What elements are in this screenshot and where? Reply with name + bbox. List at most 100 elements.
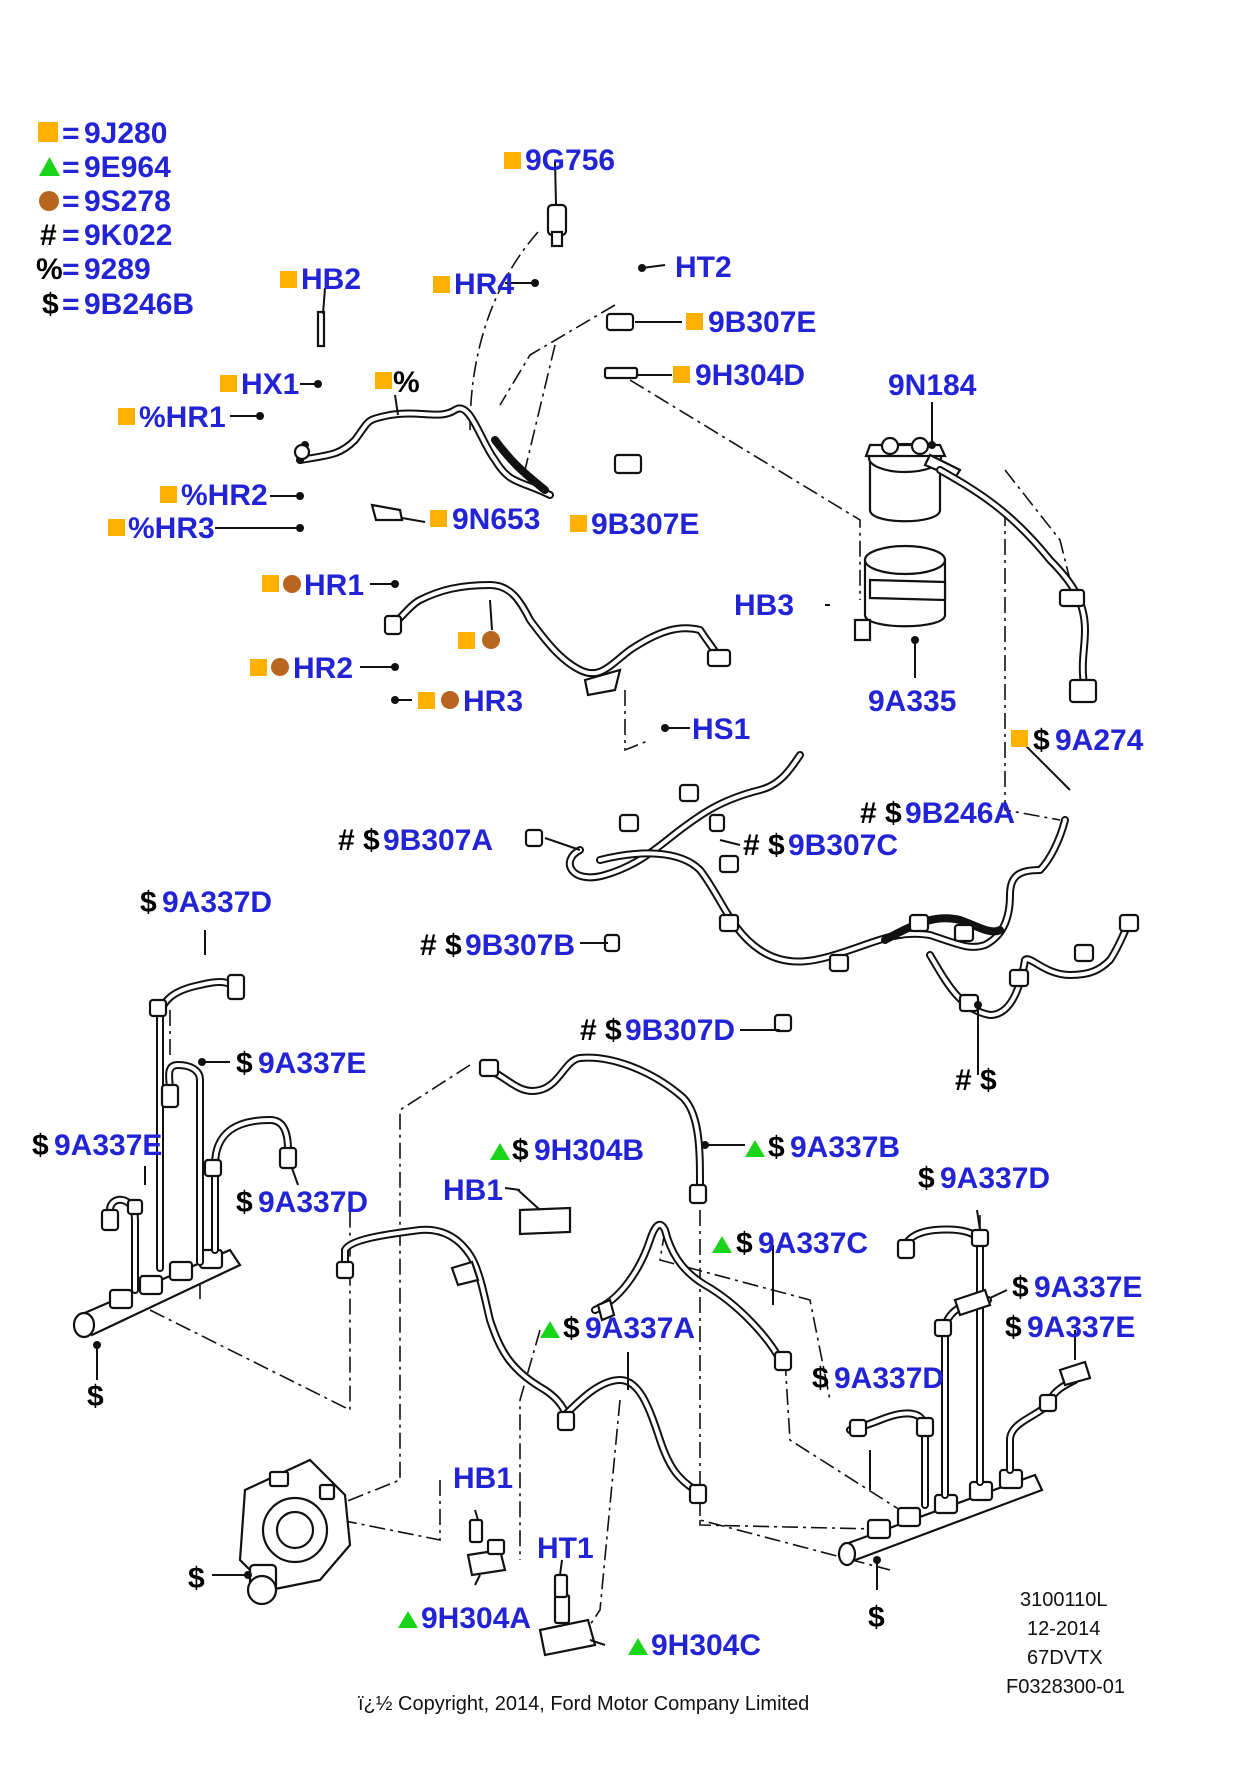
legend-dollar-symbol: $ (42, 288, 59, 321)
label-HR1: HR1 (304, 569, 364, 602)
label-9A337D-3-symbol: $ (918, 1162, 935, 1195)
legend-equals: = (62, 288, 80, 321)
label-dollar-pump: $ (188, 1562, 205, 1595)
label-9A337C-symbol: $ (736, 1227, 753, 1260)
copyright: ï¿½ Copyright, 2014, Ford Motor Company … (358, 1693, 809, 1715)
legend-code-9E964: 9E964 (84, 151, 171, 184)
callout-labels: 9G756 HB2 HR4 HT2 9B307E 9H304D HX1 % %H… (32, 144, 1144, 1662)
label-9A337E-4-symbol: $ (1005, 1311, 1022, 1344)
label-9N653: 9N653 (452, 503, 540, 536)
supply-lines-center (335, 1053, 793, 1505)
label-9H304C: 9H304C (651, 1629, 761, 1662)
legend-code-9S278: 9S278 (84, 185, 171, 218)
legend-code-9J280: 9J280 (84, 117, 167, 150)
doc-model: 67DVTX (1027, 1647, 1103, 1669)
fastener-dots (93, 264, 982, 1579)
legend-circle-symbol (39, 191, 59, 211)
doc-figure: F0328300-01 (1006, 1676, 1125, 1698)
label-9H304B: 9H304B (534, 1134, 644, 1167)
triangle-marker (540, 1321, 560, 1338)
square-marker (458, 632, 475, 649)
label-HR3: HR3 (463, 685, 523, 718)
legend-equals: = (62, 151, 80, 184)
square-marker (220, 375, 237, 392)
legend-code-9K022: 9K022 (84, 219, 172, 252)
label-9B307B: 9B307B (465, 929, 575, 962)
square-marker (686, 313, 703, 330)
square-marker (280, 271, 297, 288)
label-9A337A: 9A337A (585, 1312, 695, 1345)
label-9A337E-2-symbol: $ (32, 1129, 49, 1162)
square-marker (375, 372, 392, 389)
circle-marker (283, 575, 301, 593)
label-9B307E-mid: 9B307E (591, 508, 699, 541)
label-HR2-percent: %HR2 (181, 479, 268, 512)
label-9A337E-3: 9A337E (1034, 1271, 1142, 1304)
label-9A337C: 9A337C (758, 1227, 868, 1260)
legend: = 9J280 = 9E964 = 9S278 # = 9K022 % = 92… (36, 117, 194, 321)
bracket-9H304D (603, 366, 639, 380)
legend-square-symbol (38, 122, 58, 142)
label-HB3: HB3 (734, 589, 794, 622)
circle-marker (271, 658, 289, 676)
label-9B307C-symbol: # $ (743, 829, 785, 862)
label-dollar-left-rail: $ (87, 1380, 104, 1413)
label-9A337E-4: 9A337E (1027, 1311, 1135, 1344)
label-9A337B: 9A337B (790, 1131, 900, 1164)
label-HB2: HB2 (301, 263, 361, 296)
square-marker (673, 366, 690, 383)
label-9B307E-top: 9B307E (708, 306, 816, 339)
legend-equals: = (62, 253, 80, 286)
clip-9A274 (1068, 678, 1098, 704)
legend-code-9289: 9289 (84, 253, 151, 286)
label-9A337E-2: 9A337E (54, 1129, 162, 1162)
label-9B307D: 9B307D (625, 1014, 735, 1047)
line-assembly-clips (524, 751, 1140, 1033)
label-HB1-top: HB1 (443, 1174, 503, 1207)
label-9A337A-symbol: $ (563, 1312, 580, 1345)
label-9H304B-symbol: $ (512, 1134, 529, 1167)
label-9H304A: 9H304A (421, 1602, 531, 1635)
label-9A337E-1: 9A337E (258, 1047, 366, 1080)
label-9A337E-3-symbol: $ (1012, 1271, 1029, 1304)
legend-equals: = (62, 219, 80, 252)
legend-percent-symbol: % (36, 253, 63, 286)
clip-9B307E-lower (613, 453, 643, 475)
clip-9B307E (605, 312, 635, 332)
label-9A337B-symbol: $ (768, 1131, 785, 1164)
label-percent: % (393, 366, 420, 399)
return-line-assembly-upper (293, 203, 643, 522)
fuel-filter-9N184 (853, 436, 1098, 704)
triangle-marker (745, 1140, 765, 1157)
label-9A337D-1: 9A337D (162, 886, 272, 919)
fuel-rail-left (72, 973, 298, 1339)
clip-9A337E-right (1058, 1360, 1092, 1387)
document-meta: 3100110L 12-2014 67DVTX F0328300-01 ï¿½ … (358, 1589, 1125, 1715)
label-9A337D-2-symbol: $ (236, 1186, 253, 1219)
square-marker (262, 575, 279, 592)
circle-marker (482, 631, 500, 649)
high-pressure-pump (238, 1458, 352, 1606)
connector-9G756 (546, 203, 568, 237)
label-9A337E-1-symbol: $ (236, 1047, 253, 1080)
leader-lines (96, 161, 1076, 1646)
label-9A337D-1-symbol: $ (140, 886, 157, 919)
label-9B307B-symbol: # $ (420, 929, 462, 962)
label-9G756: 9G756 (525, 144, 615, 177)
triangle-marker (628, 1638, 648, 1655)
square-marker (118, 408, 135, 425)
label-HR1-percent: %HR1 (139, 401, 226, 434)
legend-code-9B246B: 9B246B (84, 288, 194, 321)
square-marker (430, 510, 447, 527)
doc-code: 3100110L (1020, 1589, 1108, 1611)
return-line-assembly-mid (383, 581, 732, 697)
label-9N184: 9N184 (888, 369, 977, 402)
legend-hash-symbol: # (40, 219, 57, 252)
legend-equals: = (62, 185, 80, 218)
square-marker (250, 659, 267, 676)
square-marker (1011, 730, 1028, 747)
triangle-marker (490, 1143, 510, 1160)
label-9B307C: 9B307C (788, 829, 898, 862)
square-marker (108, 519, 125, 536)
